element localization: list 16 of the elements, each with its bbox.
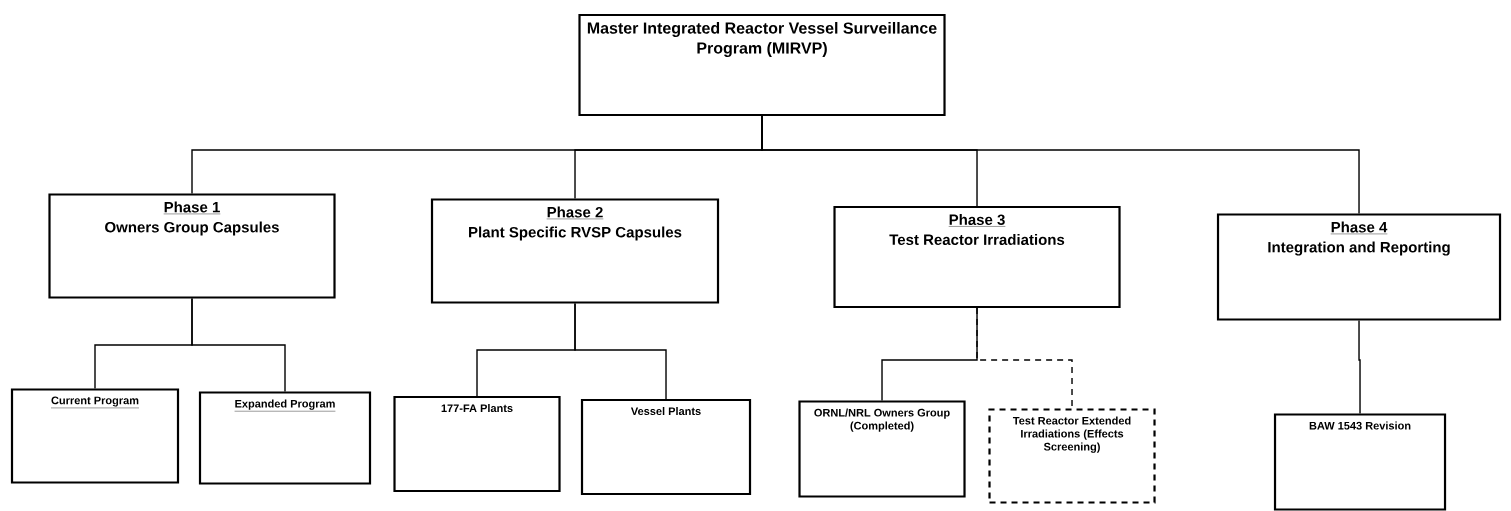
box: Phase 2 Plant Specific RVSP Capsules — [430, 198, 720, 304]
box: ORNL/NRL Owners Group (Completed) — [798, 400, 966, 498]
connector-line — [761, 115, 1360, 215]
box: Expanded Program — [198, 391, 372, 485]
box: Phase 3 Test Reactor Irradiations — [833, 205, 1121, 309]
connector-line — [574, 302, 667, 400]
box: 177-FA Plants — [393, 395, 561, 493]
box: Current Program — [10, 388, 180, 484]
connector-line — [1358, 319, 1361, 415]
box: Master Integrated Reactor Vessel Surveillance Program (MIRVP) — [578, 13, 946, 117]
dashed-box: Test Reactor Extended Irradiations (Effects Screening) — [988, 408, 1156, 504]
box: Phase 4 Integration and Reporting — [1216, 213, 1502, 321]
box: Vessel Plants — [580, 398, 752, 496]
box: BAW 1543 Revision — [1273, 413, 1447, 511]
box: Phase 1 Owners Group Capsules — [48, 193, 336, 299]
connector-line — [191, 297, 286, 393]
